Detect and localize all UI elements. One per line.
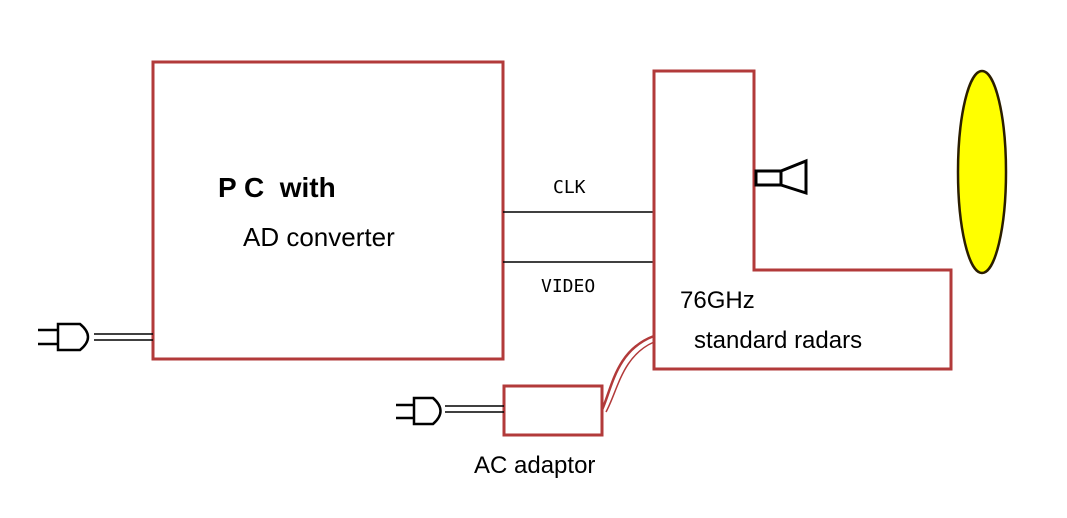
pc-title: P C with: [218, 172, 336, 203]
radar-freq: 76GHz: [680, 287, 755, 314]
reflector-target-icon: [956, 69, 1008, 275]
ac-adaptor-box: [502, 384, 604, 437]
adaptor-radar-cable: [600, 334, 655, 411]
power-plug-icon: [38, 322, 90, 352]
horn-antenna-icon: [754, 158, 808, 196]
power-plug-icon: [396, 396, 442, 426]
pc-power-cord: [94, 333, 153, 341]
pc-subtitle: AD converter: [243, 222, 395, 252]
clk-label: CLK: [553, 177, 586, 198]
adaptor-power-cord: [445, 405, 504, 413]
ac-adaptor-label: AC adaptor: [474, 452, 595, 479]
radar-name: standard radars: [694, 327, 862, 354]
pc-box: [151, 60, 505, 361]
adaptor-radar-cable: [605, 341, 655, 413]
radar-box: [652, 69, 953, 371]
video-label: VIDEO: [541, 276, 595, 297]
